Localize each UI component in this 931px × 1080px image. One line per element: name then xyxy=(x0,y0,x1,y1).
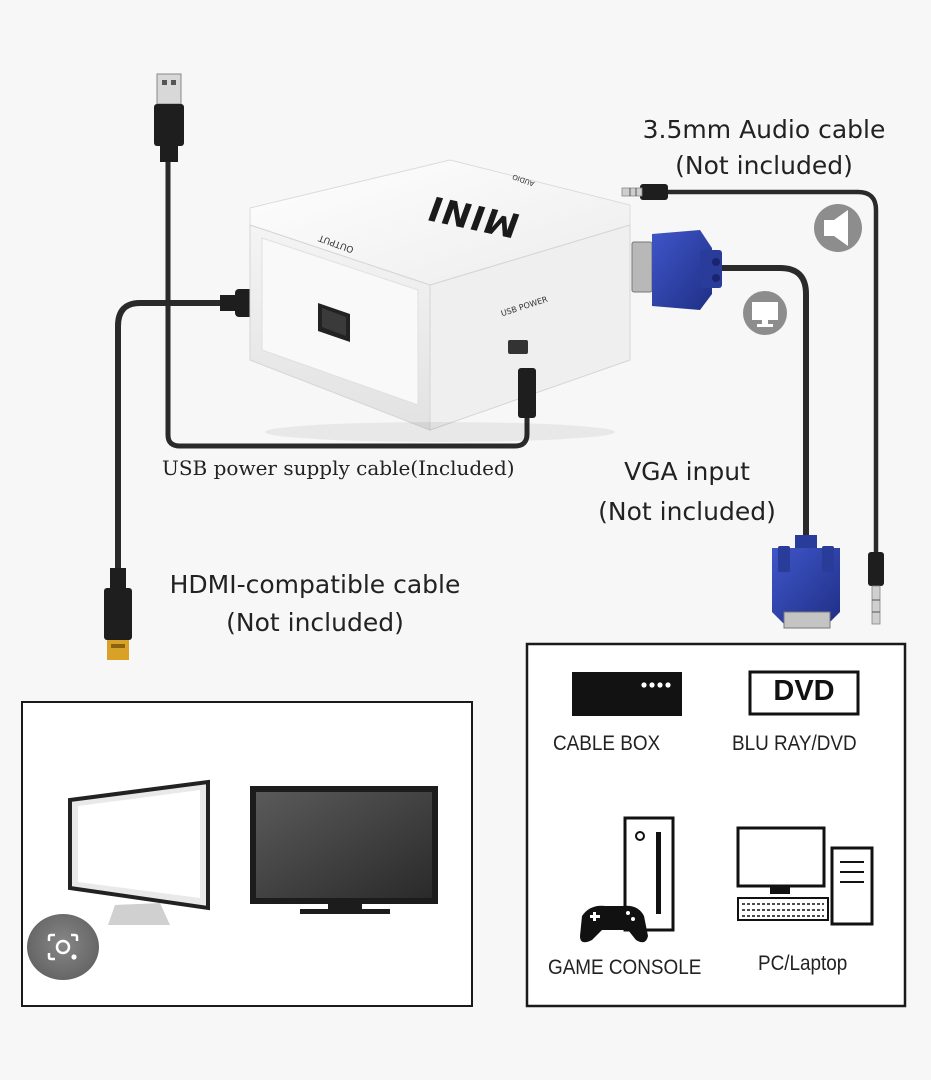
pc-laptop-caption: PC/Laptop xyxy=(758,952,848,975)
google-lens-icon xyxy=(47,933,79,961)
vga-input-label: VGA input (Not included) xyxy=(580,452,794,532)
speaker-icon xyxy=(814,204,862,252)
dvd-badge-text: DVD xyxy=(773,675,835,707)
cable-box-icon xyxy=(572,672,682,716)
audio-cable-label-line1: 3.5mm Audio cable xyxy=(642,115,886,144)
usb-power-cable xyxy=(165,160,530,449)
cable-box-caption: CABLE BOX xyxy=(553,732,661,755)
monitor-icon xyxy=(68,779,210,925)
usb-plug-icon xyxy=(154,73,184,162)
blu-ray-dvd-caption: BLU RAY/DVD xyxy=(732,732,857,755)
audio-cable-label-line2: (Not included) xyxy=(675,151,853,180)
game-console-icon xyxy=(580,816,675,943)
vga-connector-bottom-icon xyxy=(772,535,840,629)
hdmi-cable-label-line2: (Not included) xyxy=(226,608,404,637)
audio-cable-label: 3.5mm Audio cable (Not included) xyxy=(604,112,924,184)
vga-input-label-line2: (Not included) xyxy=(598,497,776,526)
vga-connector-top-icon xyxy=(631,230,722,310)
audio-jack-bottom-icon xyxy=(868,552,884,625)
mini-converter-device xyxy=(249,159,631,442)
dvd-icon xyxy=(748,670,860,716)
display-circle-icon xyxy=(743,291,787,335)
hdmi-cable-label: HDMI-compatible cable (Not included) xyxy=(138,566,492,642)
hdmi-plug-loose-icon xyxy=(104,568,132,660)
pc-laptop-icon xyxy=(736,826,874,926)
tv-icon xyxy=(250,786,438,914)
google-lens-button[interactable] xyxy=(27,914,99,980)
game-console-caption: GAME CONSOLE xyxy=(548,956,702,979)
vga-input-label-line1: VGA input xyxy=(624,457,750,486)
audio-jack-top-icon xyxy=(621,184,668,200)
usb-cable-label: USB power supply cable(Included) xyxy=(162,456,515,480)
vga-cable xyxy=(722,265,809,540)
audio-cable xyxy=(665,189,879,555)
hdmi-cable xyxy=(115,300,245,570)
hdmi-cable-label-line1: HDMI-compatible cable xyxy=(169,570,461,599)
usb-micro-plug-icon xyxy=(518,368,536,418)
